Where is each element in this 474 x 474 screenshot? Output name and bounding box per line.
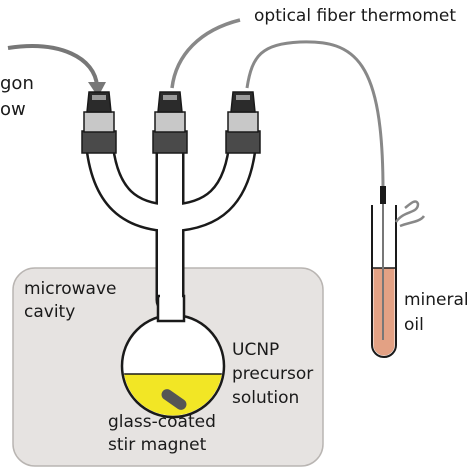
thermometer-label: optical fiber thermomet: [254, 6, 457, 26]
argon-flow-label-line2: ow: [0, 99, 26, 120]
argon-flow-label-line1: gon: [0, 73, 34, 94]
precursor-label-line1: UCNP: [232, 340, 280, 360]
precursor-label-line3: solution: [232, 388, 300, 408]
stopper-right: [225, 91, 261, 154]
microwave-cavity-label-line1: microwave: [24, 279, 117, 299]
thermometer-tube: [371, 186, 426, 358]
stopper-middle: [152, 91, 188, 154]
stopper-left: [81, 91, 117, 154]
fiber-line-middle: [170, 18, 241, 89]
stir-magnet-label-line1: glass-coated: [108, 412, 216, 432]
mineral-oil-label-line1: mineral: [404, 290, 469, 310]
flask-arms: [84, 125, 258, 315]
precursor-label-line2: precursor: [232, 364, 314, 384]
microwave-cavity-label-line2: cavity: [24, 302, 76, 322]
stir-magnet-label-line2: stir magnet: [108, 435, 207, 455]
mineral-oil-label-line2: oil: [404, 315, 424, 335]
stir-magnet: [161, 389, 187, 410]
fiber-line-right: [245, 40, 385, 191]
argon-flow-arrow: [7, 44, 99, 87]
argon-arrow-head: [88, 82, 106, 97]
